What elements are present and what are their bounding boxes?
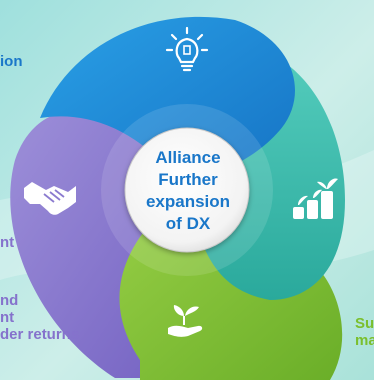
hand-plant-icon xyxy=(168,305,203,337)
lightbulb-icon xyxy=(165,26,209,72)
side-text-top-left: ion xyxy=(0,53,23,70)
center-label: Alliance Further expansion of DX xyxy=(145,148,231,233)
center-disc xyxy=(125,128,249,252)
side-text-left-mid: nt xyxy=(0,234,15,251)
coins-growth-icon xyxy=(293,178,338,219)
side-text-bottom-left: nd nt der returns xyxy=(0,292,80,343)
center-disc-rim xyxy=(124,127,250,253)
handshake-icon xyxy=(24,182,76,215)
side-text-bottom-right: Su ma xyxy=(355,315,374,349)
